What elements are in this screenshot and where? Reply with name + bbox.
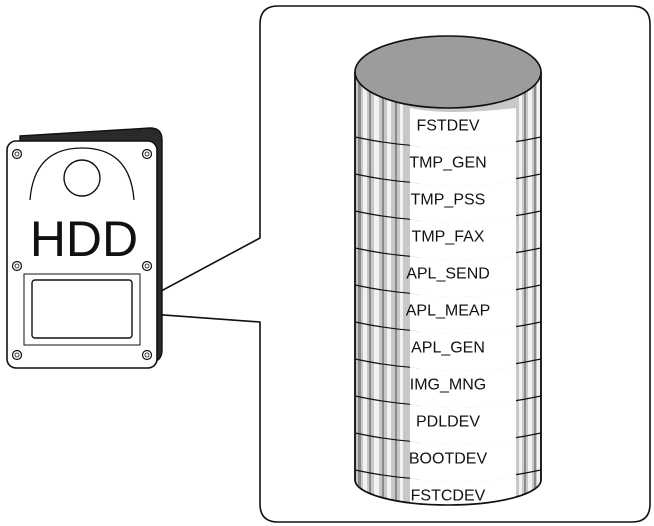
partition-label: IMG_MNG (410, 377, 486, 394)
shading-stripe (534, 72, 536, 505)
partition-label-box (410, 330, 516, 371)
shading-stripe (395, 72, 397, 505)
screw-icon (14, 151, 20, 157)
partition-label: TMP_GEN (409, 155, 486, 172)
hdd-screws (11, 148, 153, 361)
partition-segment: TMP_PSS (410, 182, 516, 223)
partition-cylinder: FSTDEV TMP_GEN TMP_PSS TMP_FAX APL_SEND APL_M… (354, 35, 542, 519)
shading-stripe (528, 72, 532, 505)
partition-label-box (410, 219, 516, 260)
partition-segment: APL_GEN (410, 330, 516, 371)
screw-icon (141, 148, 153, 160)
partition-label-box (410, 404, 516, 445)
screw-icon (11, 349, 23, 361)
partition-label-box (410, 108, 516, 149)
partition-segment: APL_SEND (406, 256, 516, 297)
partition-segment: FSTDEV (410, 108, 516, 149)
partition-label: APL_MEAP (406, 303, 490, 320)
shading-stripe (358, 72, 361, 505)
shading-stripe (519, 72, 522, 505)
shading-stripe (369, 72, 371, 505)
partition-segment: FSTCDEV (410, 478, 516, 519)
hdd-spindle-outline (29, 147, 135, 201)
screw-icon (144, 352, 150, 358)
partition-label: FSTDEV (416, 118, 479, 135)
hdd-label-plate-detail (23, 273, 141, 346)
partition-label-box (410, 256, 516, 297)
screw-icon (144, 151, 150, 157)
partition-label: TMP_FAX (412, 229, 485, 246)
partition-label: PDLDEV (416, 414, 480, 431)
partition-label: APL_GEN (411, 340, 485, 357)
shading-stripe (524, 72, 526, 505)
shading-stripe (400, 72, 403, 505)
screw-icon (141, 260, 153, 272)
partition-segment: PDLDEV (410, 404, 516, 445)
shading-stripe (382, 72, 384, 505)
screw-icon (14, 352, 20, 358)
partition-label: APL_SEND (406, 266, 490, 283)
partition-label-box (410, 441, 516, 482)
partition-segment: TMP_GEN (409, 145, 516, 186)
cylinder-outline (354, 72, 542, 506)
hdd-label-plate (31, 279, 133, 339)
shading-stripe (387, 72, 391, 505)
partition-segment: BOOTDEV (409, 441, 516, 482)
screw-icon (141, 349, 153, 361)
partition-segment: TMP_FAX (410, 219, 516, 260)
partition-label: TMP_PSS (411, 192, 486, 209)
screw-icon (144, 263, 150, 269)
partition-label-box (410, 367, 516, 408)
cylinder-top (354, 35, 542, 109)
partition-label-box (410, 478, 516, 519)
screw-icon (11, 260, 23, 272)
partition-segment: APL_MEAP (406, 293, 516, 334)
screw-icon (14, 263, 20, 269)
shading-stripe (537, 72, 540, 505)
hdd-drive: HDD (6, 127, 163, 369)
partition-label-box (410, 182, 516, 223)
screw-icon (11, 148, 23, 160)
partition-label-boxes: FSTDEV TMP_GEN TMP_PSS TMP_FAX APL_SEND APL_M… (406, 108, 516, 519)
partition-label: FSTCDEV (411, 488, 486, 505)
shading-stripe (374, 72, 379, 505)
partition-label-box (410, 145, 516, 186)
partition-segment: IMG_MNG (410, 367, 516, 408)
partition-label: BOOTDEV (409, 451, 488, 468)
shading-stripe (363, 72, 367, 505)
hdd-label: HDD (30, 211, 138, 267)
hdd-spindle-icon (63, 159, 101, 197)
partition-label-box (410, 293, 516, 334)
